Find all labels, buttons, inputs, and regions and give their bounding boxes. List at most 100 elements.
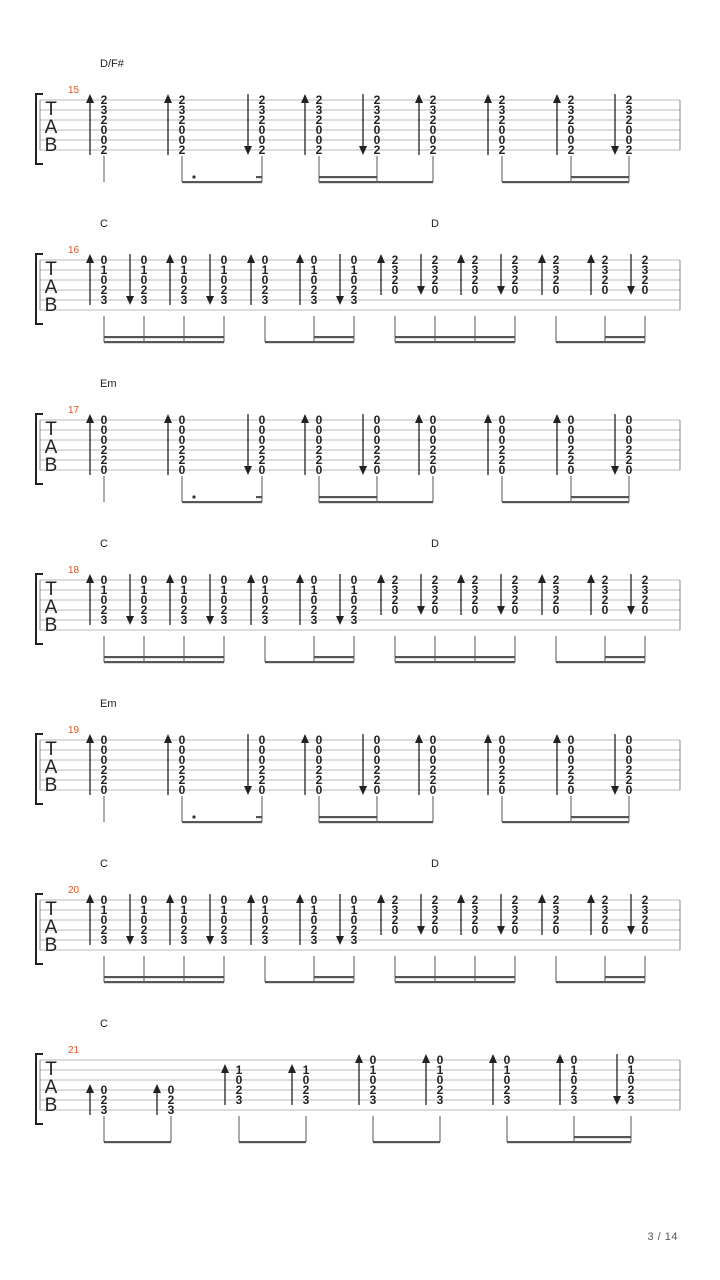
- fret-number: 0: [568, 133, 575, 147]
- fret-number: 0: [141, 913, 148, 927]
- fret-number: 2: [259, 93, 266, 107]
- fret-number: 0: [221, 253, 228, 267]
- fret-number: 1: [141, 903, 148, 917]
- fret-number: 0: [316, 743, 323, 757]
- arrow-down-icon: [417, 286, 425, 295]
- fret-number: 0: [430, 733, 437, 747]
- fret-number: 0: [181, 573, 188, 587]
- fret-number: 0: [392, 923, 399, 937]
- fret-number: 3: [221, 933, 228, 947]
- fret-number: 0: [259, 463, 266, 477]
- beam-primary: [265, 981, 354, 984]
- fret-number: 0: [316, 423, 323, 437]
- fret-number: 2: [512, 913, 519, 927]
- fret-number: 1: [262, 903, 269, 917]
- fret-number: 2: [432, 253, 439, 267]
- fret-number: 3: [316, 103, 323, 117]
- beam-hook: [256, 496, 262, 499]
- tab-clef-letter: B: [45, 935, 58, 956]
- beam-secondary: [314, 336, 354, 339]
- arrow-up-icon: [415, 94, 423, 103]
- fret-number: 0: [221, 273, 228, 287]
- arrow-up-icon: [422, 1054, 430, 1063]
- system-bracket: [35, 573, 43, 645]
- fret-number: 0: [626, 753, 633, 767]
- fret-number: 3: [642, 903, 649, 917]
- fret-number: 0: [374, 413, 381, 427]
- fret-number: 3: [221, 293, 228, 307]
- fret-number: 3: [602, 903, 609, 917]
- fret-number: 1: [351, 903, 358, 917]
- beam-hook: [256, 816, 262, 819]
- arrow-up-icon: [553, 94, 561, 103]
- fret-number: 3: [499, 103, 506, 117]
- fret-number: 3: [351, 613, 358, 627]
- fret-number: 0: [262, 893, 269, 907]
- beam-secondary: [104, 976, 144, 979]
- fret-number: 0: [259, 433, 266, 447]
- fret-number: 0: [370, 1053, 377, 1067]
- arrow-up-icon: [587, 574, 595, 583]
- fret-number: 2: [101, 443, 108, 457]
- fret-number: 0: [179, 423, 186, 437]
- fret-number: 0: [259, 413, 266, 427]
- fret-number: 3: [262, 933, 269, 947]
- fret-number: 2: [499, 93, 506, 107]
- fret-number: 0: [626, 743, 633, 757]
- fret-number: 0: [472, 923, 479, 937]
- fret-number: 0: [259, 423, 266, 437]
- fret-number: 1: [141, 583, 148, 597]
- tab-clef-letter: A: [45, 277, 58, 298]
- arrow-down-icon: [126, 296, 134, 305]
- fret-number: 0: [316, 463, 323, 477]
- fret-number: 2: [626, 93, 633, 107]
- fret-number: 2: [602, 893, 609, 907]
- fret-number: 0: [316, 753, 323, 767]
- fret-number: 2: [179, 143, 186, 157]
- fret-number: 0: [499, 123, 506, 137]
- beam-secondary: [574, 1136, 631, 1139]
- fret-number: 0: [430, 413, 437, 427]
- fret-number: 0: [179, 133, 186, 147]
- fret-number: 0: [259, 733, 266, 747]
- fret-number: 1: [628, 1063, 635, 1077]
- fret-number: 2: [392, 593, 399, 607]
- fret-number: 0: [642, 283, 649, 297]
- fret-number: 0: [568, 783, 575, 797]
- fret-number: 2: [432, 273, 439, 287]
- fret-number: 2: [316, 143, 323, 157]
- beam-hook: [256, 176, 262, 179]
- fret-number: 0: [179, 783, 186, 797]
- beam-secondary: [314, 976, 354, 979]
- arrow-up-icon: [355, 1054, 363, 1063]
- arrow-down-icon: [336, 296, 344, 305]
- fret-number: 0: [101, 433, 108, 447]
- fret-number: 3: [628, 1093, 635, 1107]
- fret-number: 0: [101, 753, 108, 767]
- fret-number: 2: [392, 273, 399, 287]
- arrow-up-icon: [166, 574, 174, 583]
- beam-secondary: [475, 976, 515, 979]
- fret-number: 2: [351, 603, 358, 617]
- fret-number: 0: [181, 273, 188, 287]
- measure-number: 18: [68, 565, 80, 576]
- fret-number: 0: [430, 433, 437, 447]
- fret-number: 2: [259, 773, 266, 787]
- beam-secondary: [605, 336, 645, 339]
- arrow-up-icon: [301, 734, 309, 743]
- arrow-up-icon: [288, 1064, 296, 1073]
- fret-number: 0: [642, 603, 649, 617]
- fret-number: 0: [262, 273, 269, 287]
- fret-number: 2: [179, 443, 186, 457]
- fret-number: 2: [374, 93, 381, 107]
- arrow-up-icon: [587, 894, 595, 903]
- fret-number: 3: [179, 103, 186, 117]
- arrow-down-icon: [359, 146, 367, 155]
- measure-number: 16: [68, 245, 80, 256]
- fret-number: 0: [628, 1073, 635, 1087]
- fret-number: 3: [374, 103, 381, 117]
- measure-number: 19: [68, 725, 80, 736]
- beam-secondary: [435, 976, 475, 979]
- fret-number: 3: [430, 103, 437, 117]
- fret-number: 0: [316, 413, 323, 427]
